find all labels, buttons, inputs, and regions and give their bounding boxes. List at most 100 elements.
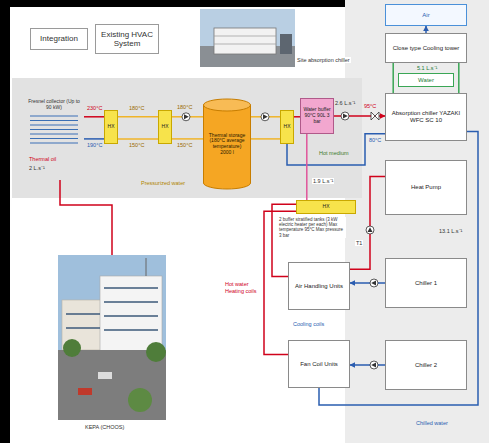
photo-ground	[58, 350, 166, 420]
node-text: HX	[282, 124, 292, 130]
chiller-box: Chiller 1	[385, 258, 467, 308]
pump-body	[366, 226, 374, 234]
pipe-connector	[118, 138, 158, 140]
photo-tree	[63, 339, 81, 357]
pump-body	[261, 113, 269, 121]
node-text: HX	[298, 204, 354, 210]
medium-label: Hot medium	[318, 150, 350, 156]
medium-label: Thermal oil	[28, 156, 57, 162]
pipe-connector	[350, 364, 385, 366]
node-text: Air	[388, 12, 464, 19]
window-row	[104, 287, 158, 288]
mirror-row	[30, 124, 78, 125]
photo-building	[100, 276, 162, 352]
pipe-connector	[392, 63, 394, 93]
pump-symbol	[341, 112, 349, 120]
section-tag: Existing HVAC System	[95, 24, 159, 54]
temperature-label: 95°C	[363, 103, 377, 109]
photo-detail	[280, 34, 292, 54]
flow-label: 1.9 L.s⁻¹	[312, 178, 334, 184]
flow-label: 2.6 L.s⁻¹	[334, 100, 356, 106]
heat-exchanger: HX	[104, 110, 118, 144]
heat-exchanger: HX	[280, 110, 294, 144]
section-tag: Integration	[30, 28, 88, 50]
node-text: Air Handling Units	[291, 283, 347, 290]
pump-arrow	[184, 114, 189, 119]
cooling-tower-box: Close type Cooling tower	[385, 33, 467, 63]
node-text: Fresnel collector (Up to 90 kW)	[26, 99, 82, 111]
pump-arrow	[371, 363, 376, 368]
pump-arrow	[371, 281, 376, 286]
heat-exchanger: HX	[296, 200, 356, 214]
valve-symbol	[371, 112, 379, 120]
medium-box: Water	[398, 73, 454, 87]
pipe-connector	[84, 116, 104, 118]
node-text: Chiller 1	[388, 280, 464, 287]
node-text: Heat Pump	[388, 184, 464, 191]
mirror-row	[30, 115, 78, 116]
tank-body	[204, 105, 251, 189]
photo-tree	[146, 342, 166, 362]
node-text: 2000 l	[206, 150, 248, 156]
sensor-tag: T1	[355, 240, 363, 246]
terminal-unit-box: Air Handling Units	[288, 262, 350, 310]
tank-note: 2 buffer stratified tanks (3 kW electric…	[278, 217, 346, 238]
pipe-connector	[350, 177, 385, 270]
temperature-label: 190°C	[86, 142, 103, 148]
window-row	[66, 327, 100, 328]
tank-top	[204, 99, 251, 111]
photo-chiller-unit	[214, 28, 276, 54]
photo-detail	[214, 44, 276, 45]
medium-label: Pressurized water	[140, 180, 186, 186]
mirror-row	[30, 133, 78, 134]
node-text: Close type Cooling tower	[388, 45, 464, 52]
pump-symbol	[182, 113, 190, 121]
pump-symbol	[370, 279, 378, 287]
storage-tank: Thermal storage(180°C average temperatur…	[203, 98, 251, 190]
pump-symbol	[261, 113, 269, 121]
flow-label: 2 L.s⁻¹	[28, 165, 46, 171]
flow-label: 5.1 L.s⁻¹	[416, 65, 438, 71]
node-text: 90°C 90L 3 bar	[302, 113, 332, 125]
medium-label: Chilled water	[415, 420, 449, 426]
node-text: Fan Coil Units	[291, 361, 347, 368]
temperature-label: 150°C	[176, 142, 193, 148]
medium-label: Heating coils	[224, 288, 258, 294]
node-text: Absorption chiller YAZAKI WFC SC 10	[388, 110, 464, 124]
mirror-row	[30, 120, 78, 121]
node-text: HX	[106, 124, 116, 130]
integration-band	[12, 78, 362, 198]
pipe-connector	[350, 282, 385, 284]
window-row	[66, 313, 100, 314]
node-text: Chiller 2	[388, 362, 464, 369]
mirror-row	[30, 138, 78, 139]
terminal-unit-box: Fan Coil Units	[288, 340, 350, 388]
window-row	[104, 329, 158, 330]
pipe-connector	[84, 138, 104, 140]
chiller-box: Absorption chiller YAZAKI WFC SC 10	[385, 93, 467, 141]
chiller-box: Chiller 2	[385, 340, 467, 390]
photo-caption: Site absorption chiller	[296, 57, 351, 63]
node-text: Water	[400, 77, 452, 84]
frame-strip	[0, 0, 345, 7]
window-row	[104, 301, 158, 302]
pump-body	[341, 112, 349, 120]
photo-antenna	[146, 258, 147, 276]
photo-windows	[66, 288, 158, 330]
photo-tree	[128, 388, 152, 412]
pump-body	[182, 113, 190, 121]
temperature-label: 150°C	[128, 142, 145, 148]
pipe-connector	[306, 134, 308, 200]
pump-symbol	[366, 226, 374, 234]
temperature-label: 180°C	[176, 104, 193, 110]
mirror-row	[30, 142, 78, 143]
photo-caption: KEPA (CHOOS)	[84, 424, 125, 430]
fresnel-mirrors	[30, 116, 78, 143]
medium-box: Air	[385, 4, 467, 26]
temperature-label: 230°C	[86, 105, 103, 111]
heat-exchanger: HX	[158, 110, 172, 144]
buffer-tank: Water buffer90°C 90L 3 bar	[300, 98, 334, 134]
pump-arrow	[368, 227, 373, 232]
temperature-label: 80°C	[368, 137, 382, 143]
